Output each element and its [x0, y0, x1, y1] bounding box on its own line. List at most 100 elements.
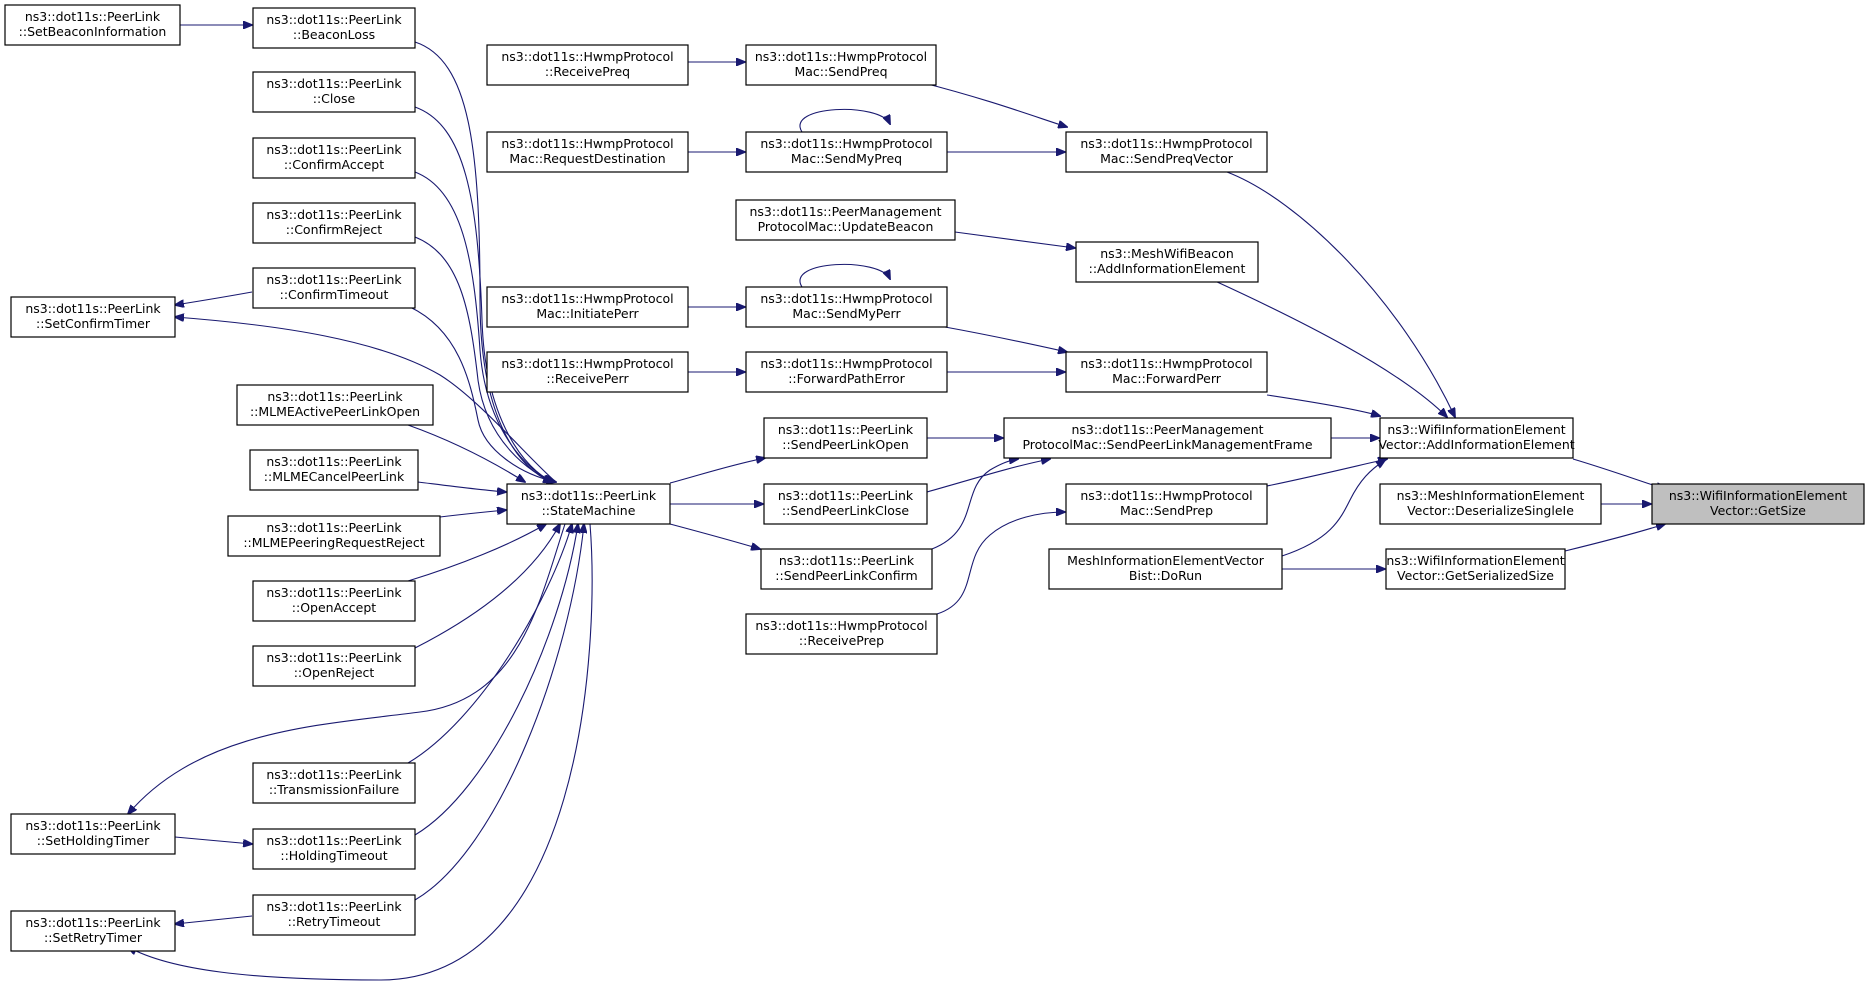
- node-box: [10, 910, 176, 952]
- node-label-line1: ns3::dot11s::PeerLink: [266, 650, 402, 665]
- edge-sm-to-setconfirmtimer: [175, 317, 557, 483]
- edge-sendmyperr-to-forwardperr: [944, 326, 1067, 352]
- node-mlme-active[interactable]: ns3::dot11s::PeerLink::MLMEActivePeerLin…: [236, 384, 434, 426]
- node-confirm-timeout[interactable]: ns3::dot11s::PeerLink::ConfirmTimeout: [252, 267, 416, 309]
- node-label-line2: Mac::ForwardPerr: [1112, 371, 1222, 386]
- node-initiate-perr[interactable]: ns3::dot11s::HwmpProtocolMac::InitiatePe…: [486, 286, 689, 328]
- edge-dorun-to-addie: [1281, 460, 1385, 557]
- node-label-line1: ns3::dot11s::PeerLink: [266, 454, 402, 469]
- node-label-line1: ns3::dot11s::HwmpProtocol: [501, 49, 673, 64]
- node-box: [10, 813, 176, 855]
- edge-mlmeactive-to-sm: [407, 424, 525, 482]
- node-label-line2: ProtocolMac::UpdateBeacon: [758, 219, 934, 234]
- node-label-line1: ns3::dot11s::PeerLink: [266, 12, 402, 27]
- node-label-line1: ns3::dot11s::PeerLink: [25, 818, 161, 833]
- node-label-line2: ::ReceivePerr: [546, 371, 629, 386]
- node-send-peer-link-open[interactable]: ns3::dot11s::PeerLink::SendPeerLinkOpen: [763, 417, 928, 459]
- node-box: [745, 351, 948, 393]
- node-label-line1: ns3::dot11s::PeerLink: [266, 142, 402, 157]
- node-label-line2: Mac::SendPrep: [1120, 503, 1213, 518]
- node-retry-timeout[interactable]: ns3::dot11s::PeerLink::RetryTimeout: [252, 894, 416, 936]
- node-confirm-reject[interactable]: ns3::dot11s::PeerLink::ConfirmReject: [252, 202, 416, 244]
- node-box: [252, 202, 416, 244]
- node-box: [252, 267, 416, 309]
- node-box: [745, 286, 948, 328]
- node-send-plmf[interactable]: ns3::dot11s::PeerManagementProtocolMac::…: [1003, 417, 1332, 459]
- node-confirm-accept[interactable]: ns3::dot11s::PeerLink::ConfirmAccept: [252, 137, 416, 179]
- node-label-line2: ::OpenAccept: [292, 600, 377, 615]
- edge-confirmtimeout-to-sm: [409, 306, 556, 482]
- node-label-line2: Mac::RequestDestination: [509, 151, 665, 166]
- node-label-line1: ns3::dot11s::PeerLink: [25, 915, 161, 930]
- edge-sendmypreq-self: [799, 108, 890, 133]
- node-mlme-cancel[interactable]: ns3::dot11s::PeerLink::MLMECancelPeerLin…: [249, 449, 419, 491]
- node-label-line1: ns3::dot11s::PeerLink: [266, 833, 402, 848]
- node-label-line2: Bist::DoRun: [1129, 568, 1202, 583]
- edge-retrytimeout-to-setretrytimer: [175, 915, 253, 924]
- node-label-line1: ns3::dot11s::HwmpProtocol: [501, 136, 673, 151]
- node-mesh-deserialize[interactable]: ns3::MeshInformationElementVector::Deser…: [1379, 483, 1602, 525]
- edge-sm-to-setholdingtimer: [128, 523, 566, 814]
- node-request-destination[interactable]: ns3::dot11s::HwmpProtocolMac::RequestDes…: [486, 131, 689, 173]
- node-open-reject[interactable]: ns3::dot11s::PeerLink::OpenReject: [252, 645, 416, 687]
- node-box: [252, 71, 416, 113]
- node-box: [1065, 131, 1268, 173]
- node-send-peer-link-close[interactable]: ns3::dot11s::PeerLink::SendPeerLinkClose: [763, 483, 928, 525]
- node-label-line1: ns3::MeshInformationElement: [1397, 488, 1585, 503]
- node-state-machine[interactable]: ns3::dot11s::PeerLink::StateMachine: [506, 483, 671, 525]
- edge-updatebeacon-to-beaconaddie: [954, 231, 1075, 248]
- node-get-size[interactable]: ns3::WifiInformationElementVector::GetSi…: [1651, 483, 1865, 525]
- node-close[interactable]: ns3::dot11s::PeerLink::Close: [252, 71, 416, 113]
- edge-plclose-to-plmf: [926, 459, 1050, 493]
- node-label-line2: ::MLMEActivePeerLinkOpen: [250, 404, 420, 419]
- node-label-line2: ::ReceivePrep: [799, 633, 884, 648]
- node-holding-timeout[interactable]: ns3::dot11s::PeerLink::HoldingTimeout: [252, 828, 416, 870]
- edge-holdingtimeout-to-sm: [414, 524, 578, 836]
- node-label-line1: ns3::dot11s::HwmpProtocol: [501, 291, 673, 306]
- node-set-beacon-info[interactable]: ns3::dot11s::PeerLink::SetBeaconInformat…: [4, 4, 181, 46]
- node-send-peer-link-confirm[interactable]: ns3::dot11s::PeerLink::SendPeerLinkConfi…: [760, 548, 933, 590]
- node-forward-path-error[interactable]: ns3::dot11s::HwmpProtocol::ForwardPathEr…: [745, 351, 948, 393]
- node-get-serialized-size[interactable]: ns3::WifiInformationElementVector::GetSe…: [1385, 548, 1566, 590]
- node-label-line2: ::MLMECancelPeerLink: [264, 469, 405, 484]
- node-receive-perr[interactable]: ns3::dot11s::HwmpProtocol::ReceivePerr: [486, 351, 689, 393]
- node-wie-add-ie[interactable]: ns3::WifiInformationElementVector::AddIn…: [1378, 417, 1575, 459]
- edge-close-to-sm: [414, 106, 553, 482]
- node-receive-prep[interactable]: ns3::dot11s::HwmpProtocol::ReceivePrep: [745, 613, 938, 655]
- node-set-confirm-timer[interactable]: ns3::dot11s::PeerLink::SetConfirmTimer: [10, 296, 176, 338]
- node-mesh-beacon-add-ie[interactable]: ns3::MeshWifiBeacon::AddInformationEleme…: [1075, 241, 1259, 283]
- node-mlme-reject[interactable]: ns3::dot11s::PeerLink::MLMEPeeringReques…: [227, 515, 441, 557]
- node-set-retry-timer[interactable]: ns3::dot11s::PeerLink::SetRetryTimer: [10, 910, 176, 952]
- node-label-line1: ns3::dot11s::PeerLink: [266, 272, 402, 287]
- node-label-line2: Mac::SendMyPreq: [791, 151, 902, 166]
- node-label-line1: ns3::WifiInformationElement: [1669, 488, 1847, 503]
- node-label-line2: ::MLMEPeeringRequestReject: [243, 535, 424, 550]
- node-label-line2: ::RetryTimeout: [288, 914, 381, 929]
- node-forward-perr[interactable]: ns3::dot11s::HwmpProtocolMac::ForwardPer…: [1065, 351, 1268, 393]
- node-box: [486, 131, 689, 173]
- edge-confirmaccept-to-sm: [414, 171, 554, 482]
- node-set-holding-timer[interactable]: ns3::dot11s::PeerLink::SetHoldingTimer: [10, 813, 176, 855]
- node-update-beacon[interactable]: ns3::dot11s::PeerManagementProtocolMac::…: [735, 199, 956, 241]
- node-label-line2: ::SendPeerLinkConfirm: [775, 568, 917, 583]
- node-receive-preq[interactable]: ns3::dot11s::HwmpProtocol::ReceivePreq: [486, 44, 689, 86]
- node-label-line1: ns3::dot11s::PeerLink: [25, 9, 161, 24]
- node-label-line1: ns3::dot11s::HwmpProtocol: [760, 291, 932, 306]
- node-label-line2: Mac::SendPreq: [794, 64, 887, 79]
- node-label-line2: Mac::InitiatePerr: [536, 306, 639, 321]
- edge-receiveprep-to-sendprep: [936, 512, 1065, 615]
- nodes: ns3::WifiInformationElementVector::GetSi…: [4, 4, 1865, 952]
- node-send-preq-vector[interactable]: ns3::dot11s::HwmpProtocolMac::SendPreqVe…: [1065, 131, 1268, 173]
- node-label-line2: ::SetHoldingTimer: [37, 833, 150, 848]
- node-transmission-failure[interactable]: ns3::dot11s::PeerLink::TransmissionFailu…: [252, 762, 416, 804]
- node-box: [252, 137, 416, 179]
- node-beacon-loss[interactable]: ns3::dot11s::PeerLink::BeaconLoss: [252, 7, 416, 49]
- node-label-line2: ::SetBeaconInformation: [19, 24, 167, 39]
- node-open-accept[interactable]: ns3::dot11s::PeerLink::OpenAccept: [252, 580, 416, 622]
- node-label-line2: ::SendPeerLinkOpen: [782, 437, 909, 452]
